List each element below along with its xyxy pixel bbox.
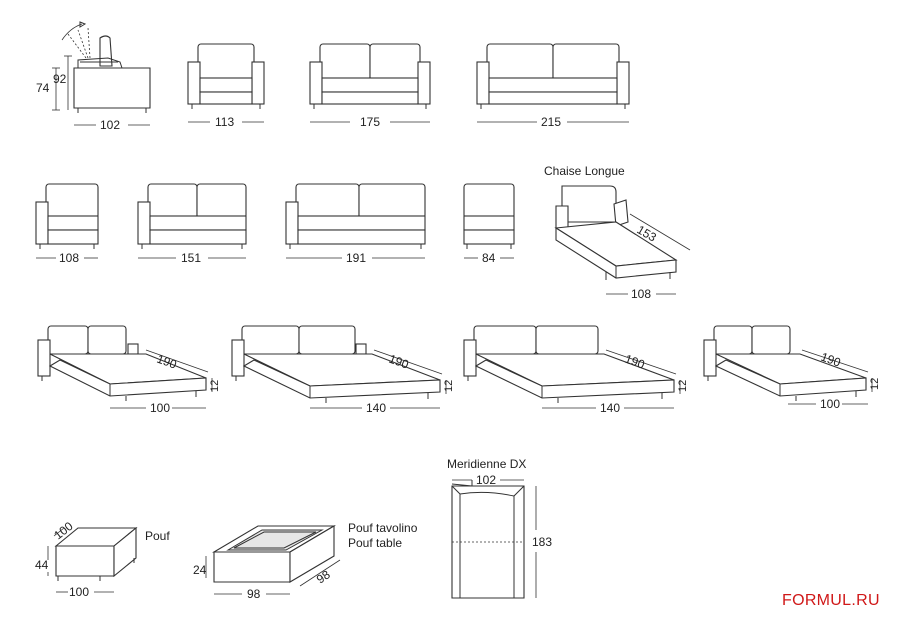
dim-sofa-2: 175 [360,115,380,129]
sofa-side-view [61,21,151,113]
dim-table-width: 98 [247,587,261,601]
sofa-2-seat-front-view: 175 [309,43,431,129]
chaise-longue-view: 153 108 [554,185,691,301]
dim-bed-height-4: 12 [869,378,881,390]
meridienne-top-view: 102 183 [451,473,552,599]
label-pouf-tavolino: Pouf tavolino [348,521,418,535]
dim-side-height: 74 [36,81,50,95]
dim-unit-center: 84 [482,251,496,265]
sofa-bed-100-alt-view: 190 12 100 [703,325,881,411]
unit-two-seat-front-view: 151 [137,183,247,265]
watermark: FORMUL.RU [782,592,880,609]
sofa-bed-140-alt-view: 190 12 140 [463,325,689,415]
label-pouf: Pouf [145,529,170,543]
dim-bed-length-3: 190 [623,352,647,372]
unit-one-arm-front-view: 108 [35,183,99,265]
label-chaise-longue: Chaise Longue [544,164,625,178]
unit-three-seat-front-view: 191 [285,183,426,265]
dim-unit-1arm: 108 [59,251,79,265]
dim-table-depth: 98 [314,567,333,586]
dim-chaise-width: 108 [631,287,651,301]
pouf-view: 100 44 100 [35,519,138,599]
dim-bed-height-2: 12 [443,380,455,392]
dim-bed-height-1: 12 [209,380,221,392]
dim-unit-2seat: 151 [181,251,201,265]
dim-meridienne-length: 183 [532,535,552,549]
armchair-front-view: 113 [187,43,265,129]
dim-pouf-width: 100 [69,585,89,599]
sofa-bed-140-view: 190 12 140 [231,325,455,415]
label-pouf-table: Pouf table [348,536,402,550]
side-depth-dimension: 102 [74,118,150,132]
dim-sofa-3: 215 [541,115,561,129]
dim-side-depth: 102 [100,118,120,132]
dim-bed-width-2: 140 [366,401,386,415]
dim-bed-width-1: 100 [150,401,170,415]
dim-bed-length-4: 190 [819,350,843,370]
unit-center-front-view: 84 [463,183,515,265]
dim-side-height-back: 92 [53,72,67,86]
dim-bed-width-3: 140 [600,401,620,415]
dim-bed-length-2: 190 [387,352,411,372]
dim-bed-height-3: 12 [677,380,689,392]
dim-bed-width-4: 100 [820,397,840,411]
side-height-dimension: 74 92 [36,55,72,111]
dim-pouf-height: 44 [35,558,49,572]
dim-meridienne-width: 102 [476,473,496,487]
sofa-3-seat-front-view: 215 [476,43,630,129]
dim-bed-length-1: 190 [155,352,179,372]
pouf-table-view: 24 98 98 [193,525,341,601]
label-meridienne: Meridienne DX [447,457,526,471]
dim-armchair: 113 [215,115,234,129]
sofa-bed-100-view: 190 12 100 [37,325,221,415]
dim-unit-3seat: 191 [346,251,366,265]
dim-table-height: 24 [193,563,207,577]
